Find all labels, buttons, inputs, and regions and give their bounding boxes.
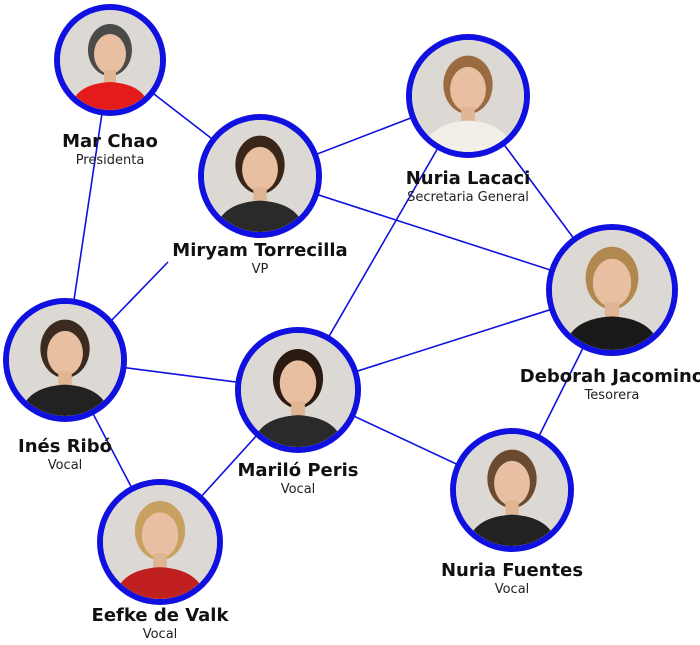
person-name: Nuria Lacaci — [405, 168, 531, 189]
person-label: Nuria Lacaci Secretaria General — [348, 169, 588, 207]
connection-miryam-ines — [109, 261, 169, 323]
person-label: Mar Chao Presidenta — [0, 132, 230, 170]
avatar-photo[interactable] — [60, 10, 160, 110]
person-role: Vocal — [494, 582, 530, 597]
person-portrait-icon — [552, 230, 672, 350]
person-name: Deborah Jacomino — [519, 366, 700, 387]
person-label: Inés Ribó Vocal — [0, 437, 185, 475]
person-portrait-icon — [456, 434, 568, 546]
person-role: Presidenta — [75, 153, 145, 168]
person-portrait-icon — [9, 304, 121, 416]
person-portrait-icon — [103, 485, 217, 599]
avatar-ring — [406, 34, 530, 158]
avatar-photo[interactable] — [103, 485, 217, 599]
person-name: Inés Ribó — [18, 436, 112, 457]
person-label: Mariló Peris Vocal — [178, 461, 418, 499]
avatar-ring — [235, 327, 361, 453]
person-label: Deborah Jacomino Tesorera — [492, 367, 700, 405]
avatar-photo[interactable] — [412, 40, 524, 152]
person-name: Mariló Peris — [237, 460, 359, 481]
person-role: Vocal — [47, 458, 83, 473]
avatar-photo[interactable] — [241, 333, 355, 447]
person-name: Mar Chao — [62, 131, 158, 152]
person-portrait-icon — [241, 333, 355, 447]
person-role: Secretaria General — [407, 190, 529, 205]
avatar-ring — [450, 428, 574, 552]
avatar-ring — [546, 224, 678, 356]
person-role: Tesorera — [584, 388, 640, 403]
person-portrait-icon — [204, 120, 316, 232]
person-name: Eefke de Valk — [91, 605, 229, 626]
person-portrait-icon — [60, 10, 160, 110]
avatar-ring — [198, 114, 322, 238]
person-portrait-icon — [412, 40, 524, 152]
avatar-ring — [3, 298, 127, 422]
avatar-photo[interactable] — [9, 304, 121, 416]
avatar-ring — [54, 4, 166, 116]
person-label: Miryam Torrecilla VP — [140, 241, 380, 279]
person-label: Eefke de Valk Vocal — [40, 606, 280, 644]
person-name: Nuria Fuentes — [440, 560, 584, 581]
person-name: Miryam Torrecilla — [172, 240, 348, 261]
person-role: Vocal — [142, 627, 178, 642]
avatar-photo[interactable] — [456, 434, 568, 546]
person-role: VP — [251, 262, 269, 277]
person-role: Vocal — [280, 482, 316, 497]
person-label: Nuria Fuentes Vocal — [392, 561, 632, 599]
avatar-photo[interactable] — [204, 120, 316, 232]
avatar-ring — [97, 479, 223, 605]
avatar-photo[interactable] — [552, 230, 672, 350]
